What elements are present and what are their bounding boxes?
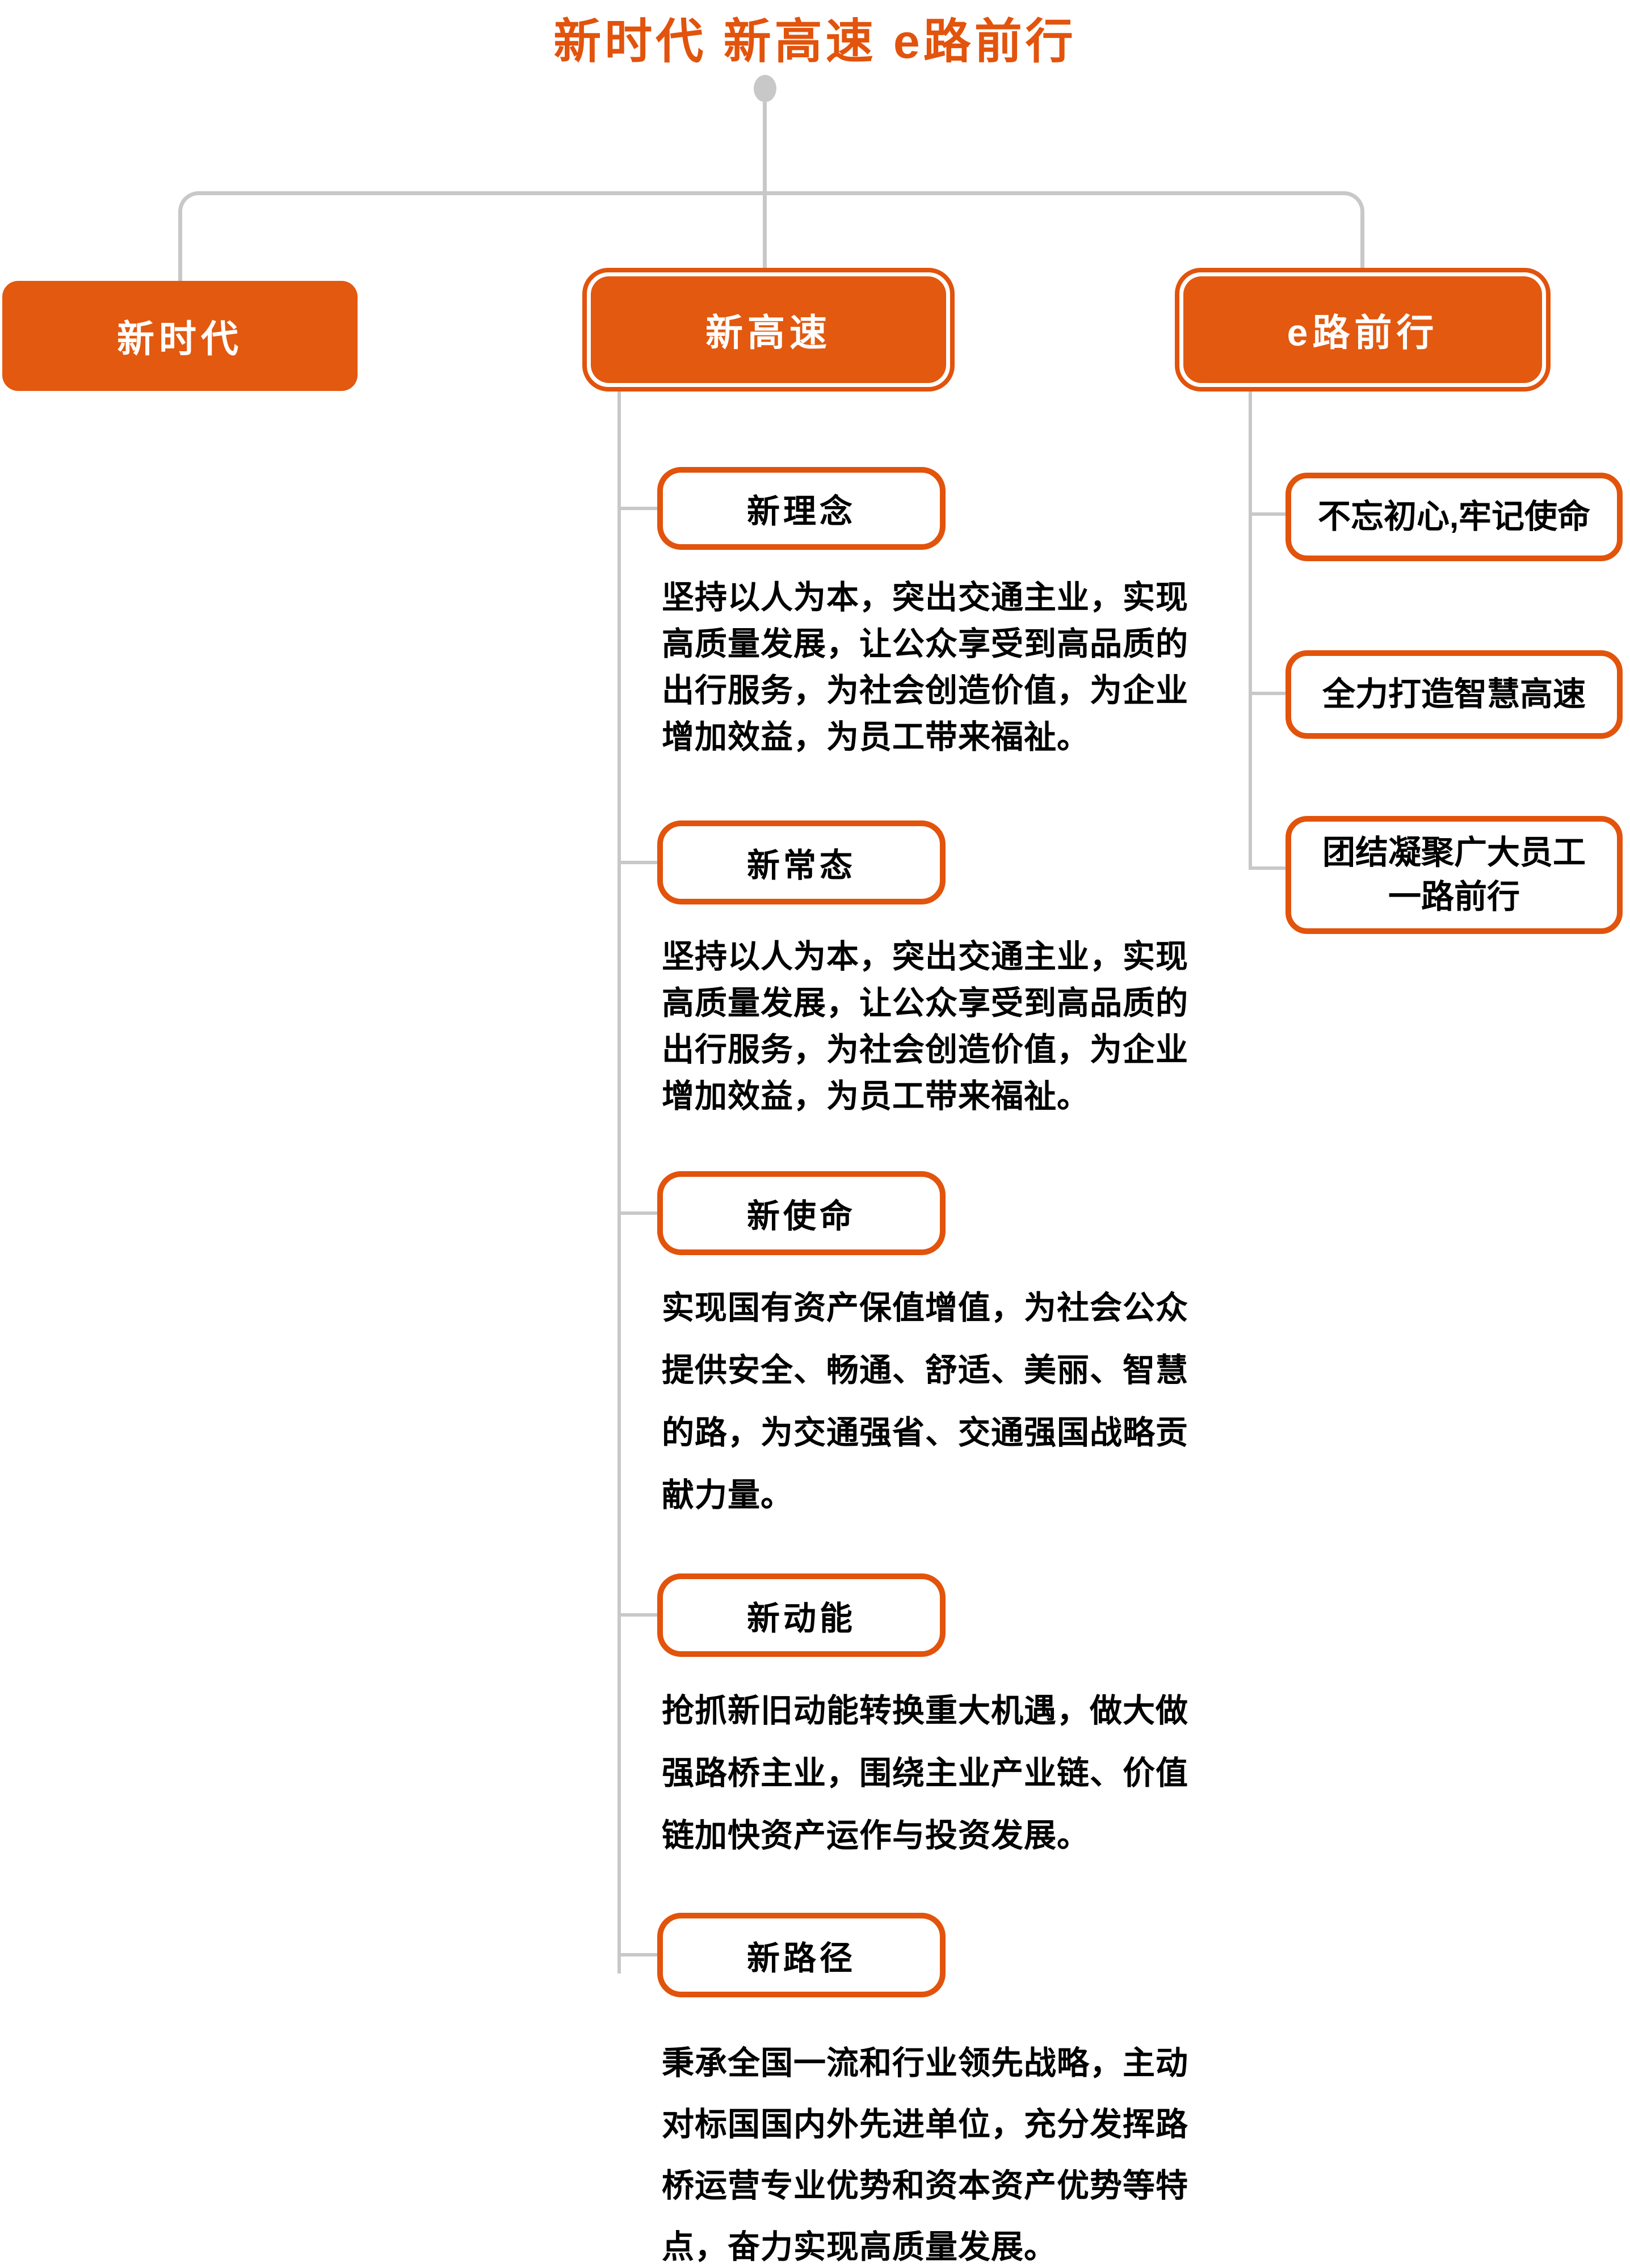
- page-title: 新时代 新高速 e路前行: [553, 15, 1077, 68]
- topic-box-concept: 新理念: [657, 467, 946, 550]
- node-expressway-inner: 新高速: [591, 276, 946, 383]
- topic-box-momentum-label: 新动能: [746, 1600, 856, 1637]
- node-era-label: 新时代: [117, 318, 243, 360]
- slogan-label-3: 团结凝聚广大员工 一路前行: [1322, 834, 1586, 915]
- topic-box-mission: 新使命: [657, 1171, 946, 1255]
- slogan-box-smart-expressway: 全力打造智慧高速: [1285, 650, 1623, 739]
- node-expressway-label: 新高速: [705, 312, 831, 354]
- slogan-label-2: 全力打造智慧高速: [1322, 675, 1586, 713]
- connector-root-bracket: [178, 191, 1364, 281]
- connector-tick-normal: [617, 861, 659, 864]
- topic-box-mission-label: 新使命: [746, 1198, 856, 1235]
- connector-tick-concept: [617, 507, 659, 510]
- connector-expressway-spine: [617, 392, 621, 1974]
- topic-box-concept-label: 新理念: [746, 493, 856, 530]
- topic-desc-momentum: 抢抓新旧动能转换重大机遇，做大做 强路桥主业，围绕主业产业链、价值 链加快资产运…: [662, 1693, 1188, 1854]
- topic-box-path-label: 新路径: [746, 1939, 856, 1977]
- slogan-label-1: 不忘初心,牢记使命: [1317, 498, 1591, 535]
- topic-box-normal: 新常态: [657, 820, 946, 904]
- connector-root-stem: [763, 102, 767, 272]
- topic-box-path: 新路径: [657, 1913, 946, 1997]
- node-eroad-inner: e路前行: [1183, 276, 1542, 383]
- topic-desc-concept: 坚持以人为本，突出交通主业，实现 高质量发展，让公众享受到高品质的 出行服务，为…: [662, 579, 1188, 755]
- slogan-box-original-aspiration: 不忘初心,牢记使命: [1285, 473, 1623, 561]
- topic-desc-mission: 实现国有资产保值增值，为社会公众 提供安全、畅通、舒适、美丽、智慧 的路，为交通…: [662, 1290, 1188, 1513]
- connector-tick-path: [617, 1953, 659, 1956]
- node-expressway: 新高速: [582, 268, 955, 392]
- node-era: 新时代: [2, 281, 358, 391]
- topic-box-momentum: 新动能: [657, 1573, 946, 1657]
- connector-tick-slogan-2: [1249, 692, 1287, 695]
- topic-desc-path: 秉承全国一流和行业领先战略，主动 对标国国内外先进单位，充分发挥路 桥运营专业优…: [662, 2045, 1188, 2265]
- connector-tick-slogan-1: [1249, 512, 1287, 516]
- connector-eroad-spine: [1249, 392, 1252, 870]
- connector-tick-slogan-3: [1249, 866, 1287, 870]
- node-eroad: e路前行: [1175, 268, 1551, 392]
- topic-desc-normal: 坚持以人为本，突出交通主业，实现 高质量发展，让公众享受到高品质的 出行服务，为…: [662, 939, 1188, 1114]
- connector-tick-mission: [617, 1211, 659, 1215]
- topic-box-normal-label: 新常态: [746, 847, 856, 884]
- connector-tick-momentum: [617, 1613, 659, 1617]
- slogan-box-unite-employees: 团结凝聚广大员工 一路前行: [1285, 816, 1623, 934]
- node-eroad-label: e路前行: [1287, 312, 1439, 354]
- root-dot: [754, 75, 776, 102]
